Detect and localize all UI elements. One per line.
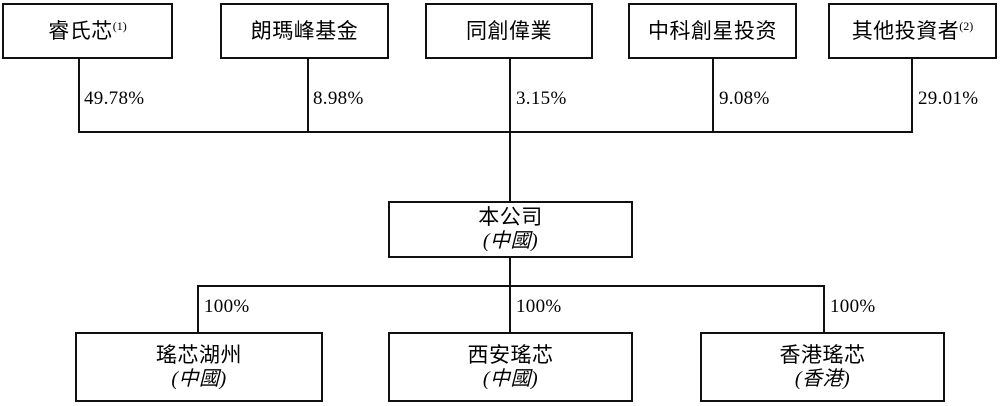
shareholder-name: 中科創星投资: [648, 18, 777, 43]
subsidiary-name: 西安瑤芯: [467, 342, 554, 367]
subsidiary-box-3: 香港瑤芯 (香港): [700, 332, 945, 402]
subsidiary-box-2: 西安瑤芯 (中國): [388, 332, 633, 402]
connector-company-to-bus: [509, 258, 511, 287]
subsidiary-place: (中國): [482, 367, 539, 390]
shareholder-name: 睿氏芯(1): [48, 18, 127, 43]
lower-bus-line: [197, 285, 825, 287]
connector-shareholder-1: [78, 59, 80, 133]
footnote-marker: (2): [959, 18, 974, 33]
connector-shareholder-3: [509, 59, 511, 133]
connector-shareholder-5: [911, 59, 913, 133]
subsidiary-place: (中國): [171, 367, 227, 390]
connector-subsidiary-3: [823, 285, 825, 332]
connector-subsidiary-2: [509, 285, 511, 332]
connector-subsidiary-1: [197, 285, 199, 332]
ownership-percent-1: 49.78%: [84, 88, 145, 109]
ownership-percent-4: 9.08%: [719, 88, 770, 109]
shareholder-name: 其他投資者(2): [851, 18, 974, 43]
subsidiary-percent-3: 100%: [830, 296, 876, 317]
connector-bus-to-company: [509, 131, 511, 202]
connector-shareholder-2: [307, 59, 309, 133]
subsidiary-place: (香港): [794, 367, 851, 390]
shareholder-name: 同創偉業: [466, 18, 552, 43]
subsidiary-box-1: 瑤芯湖州 (中國): [75, 332, 323, 402]
upper-bus-line: [78, 131, 913, 133]
connector-shareholder-4: [712, 59, 714, 133]
shareholder-box-1: 睿氏芯(1): [2, 3, 173, 59]
shareholder-box-2: 朗瑪峰基金: [220, 3, 389, 59]
subsidiary-percent-2: 100%: [516, 296, 562, 317]
subsidiary-name: 香港瑤芯: [779, 342, 866, 367]
subsidiary-percent-1: 100%: [204, 296, 250, 317]
shareholder-box-3: 同創偉業: [425, 3, 593, 59]
shareholder-box-5: 其他投資者(2): [828, 3, 997, 59]
company-place: (中國): [482, 230, 539, 253]
ownership-percent-5: 29.01%: [918, 88, 979, 109]
shareholder-name: 朗瑪峰基金: [250, 18, 359, 43]
ownership-percent-2: 8.98%: [313, 88, 364, 109]
company-box: 本公司 (中國): [388, 201, 633, 258]
shareholder-box-4: 中科創星投资: [628, 3, 797, 59]
ownership-percent-3: 3.15%: [516, 88, 567, 109]
footnote-marker: (1): [112, 18, 127, 33]
subsidiary-name: 瑤芯湖州: [156, 342, 242, 367]
company-name: 本公司: [478, 205, 543, 230]
